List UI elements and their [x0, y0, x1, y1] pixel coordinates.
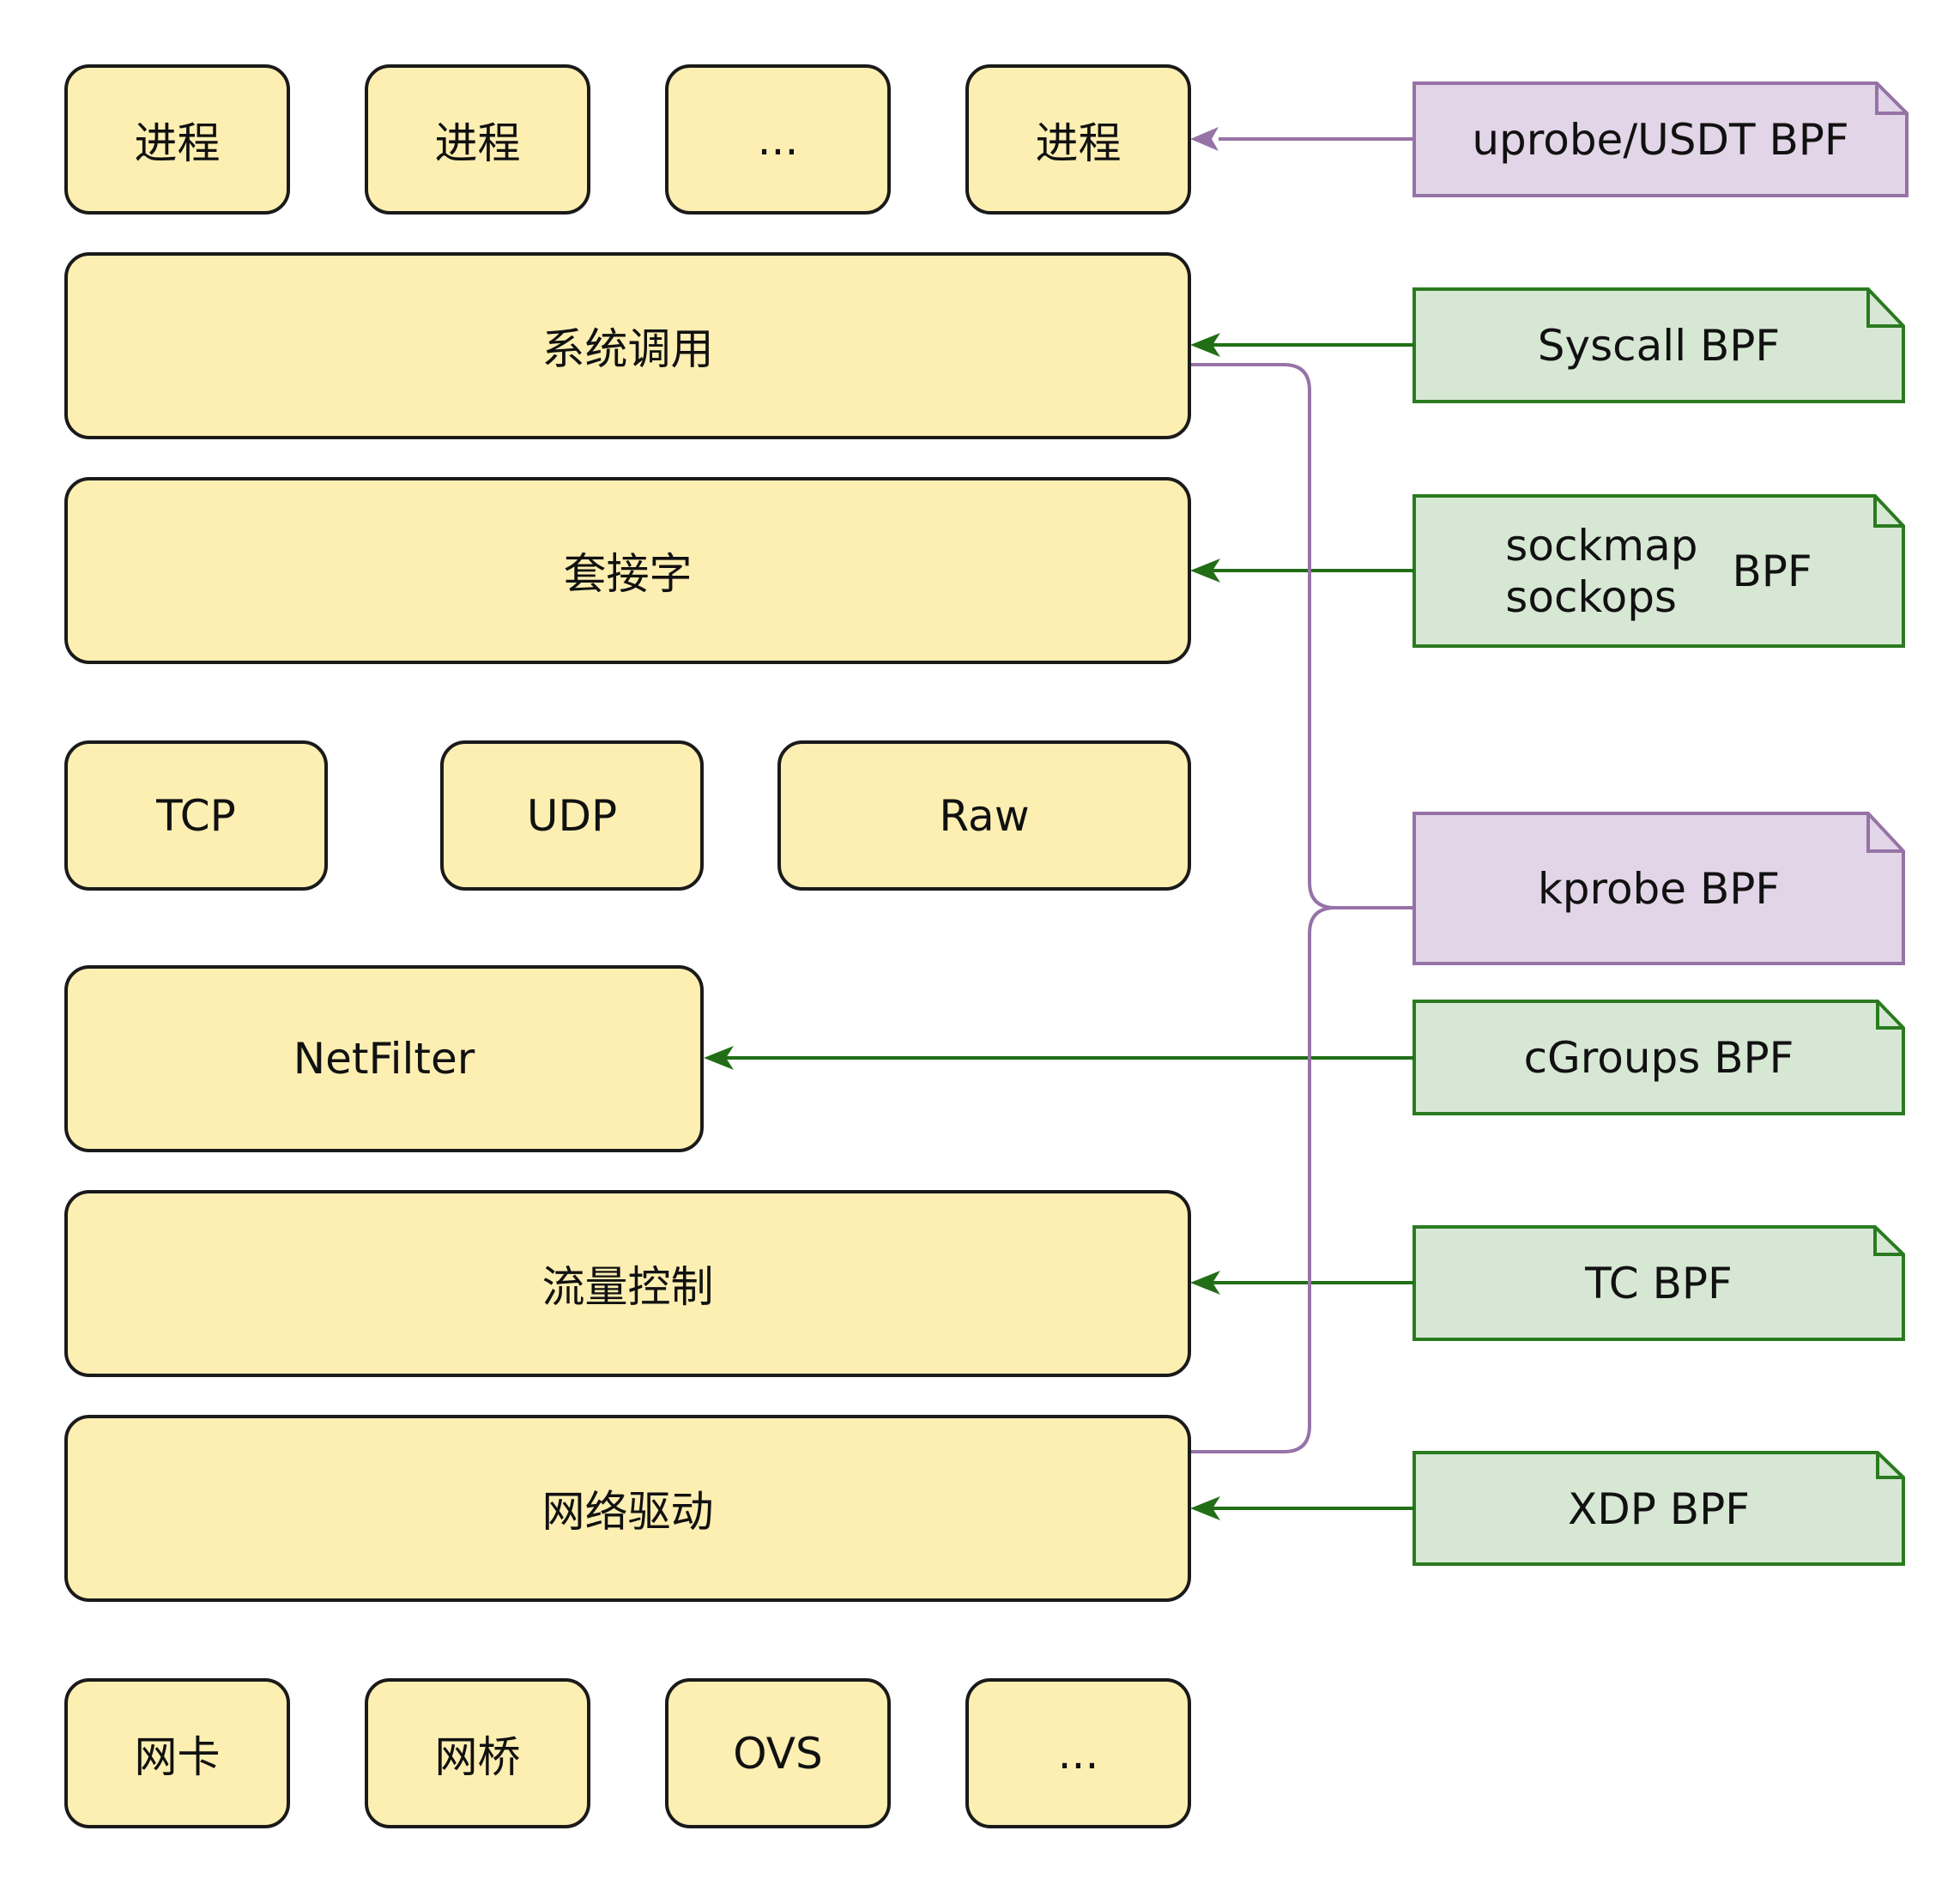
note-xdp-shape[interactable] [1413, 1451, 1905, 1566]
note-xdp-label: XDP BPF [1567, 1483, 1750, 1534]
syscall-layer[interactable]: 系统调用 [64, 252, 1191, 439]
connector-kprobe-upper [1189, 363, 1414, 909]
arrowhead-uprobe [1190, 127, 1219, 151]
note-shapes [1413, 82, 1909, 1566]
note-kprobe-fold [1866, 813, 1903, 853]
arrowhead-sock [1190, 559, 1220, 583]
traffic-control-layer[interactable]: 流量控制 [64, 1190, 1191, 1377]
arrowhead-cgroups [704, 1046, 734, 1070]
process-box-2[interactable]: 进程 [365, 64, 590, 214]
connector-kprobe-lower [1189, 906, 1414, 1453]
process-box-3[interactable]: 进程 [965, 64, 1191, 214]
note-sock-label: sockmap sockops BPF [1414, 496, 1903, 646]
protocol-raw[interactable]: Raw [777, 740, 1191, 891]
device-ellipsis[interactable]: ... [965, 1678, 1191, 1828]
note-sockops-label: sockops [1505, 571, 1677, 622]
note-tc-shape[interactable] [1413, 1225, 1905, 1341]
device-bridge[interactable]: 网桥 [365, 1678, 590, 1828]
note-cgroups-shape[interactable] [1413, 1000, 1905, 1115]
note-xdp-fold [1876, 1453, 1903, 1479]
connectors [704, 127, 1414, 1520]
note-cgroups-label: cGroups BPF [1523, 1032, 1794, 1083]
process-box-1[interactable]: 进程 [64, 64, 290, 214]
note-syscall-label: Syscall BPF [1537, 320, 1781, 371]
note-uprobe-label: uprobe/USDT BPF [1472, 114, 1849, 165]
note-kprobe-label: kprobe BPF [1537, 863, 1781, 914]
note-sock-shape[interactable] [1413, 494, 1905, 648]
note-syscall-shape[interactable] [1413, 287, 1905, 403]
arrowhead-syscall [1190, 333, 1220, 357]
note-uprobe-fold [1875, 83, 1907, 115]
note-syscall-fold [1866, 289, 1903, 328]
arrowhead-tc [1190, 1271, 1220, 1295]
note-uprobe-shape[interactable] [1413, 82, 1909, 197]
note-tc-label: TC BPF [1585, 1258, 1733, 1308]
note-tc-fold [1873, 1227, 1903, 1256]
device-nic[interactable]: 网卡 [64, 1678, 290, 1828]
netfilter-layer[interactable]: NetFilter [64, 965, 704, 1152]
note-cgroups-fold [1876, 1001, 1903, 1030]
process-box-ellipsis[interactable]: ... [665, 64, 891, 214]
note-sockmap-label: sockmap [1505, 520, 1698, 571]
device-ovs[interactable]: OVS [665, 1678, 891, 1828]
socket-layer[interactable]: 套接字 [64, 477, 1191, 664]
protocol-udp[interactable]: UDP [440, 740, 704, 891]
note-sock-stack: sockmap sockops [1505, 520, 1697, 623]
protocol-tcp[interactable]: TCP [64, 740, 328, 891]
note-sock-content: sockmap sockops BPF [1505, 520, 1812, 623]
arrowhead-xdp [1190, 1496, 1220, 1520]
note-sock-bpf-label: BPF [1732, 546, 1812, 596]
network-driver-layer[interactable]: 网络驱动 [64, 1415, 1191, 1602]
note-kprobe-shape[interactable] [1413, 812, 1905, 965]
note-sock-fold [1873, 496, 1903, 528]
